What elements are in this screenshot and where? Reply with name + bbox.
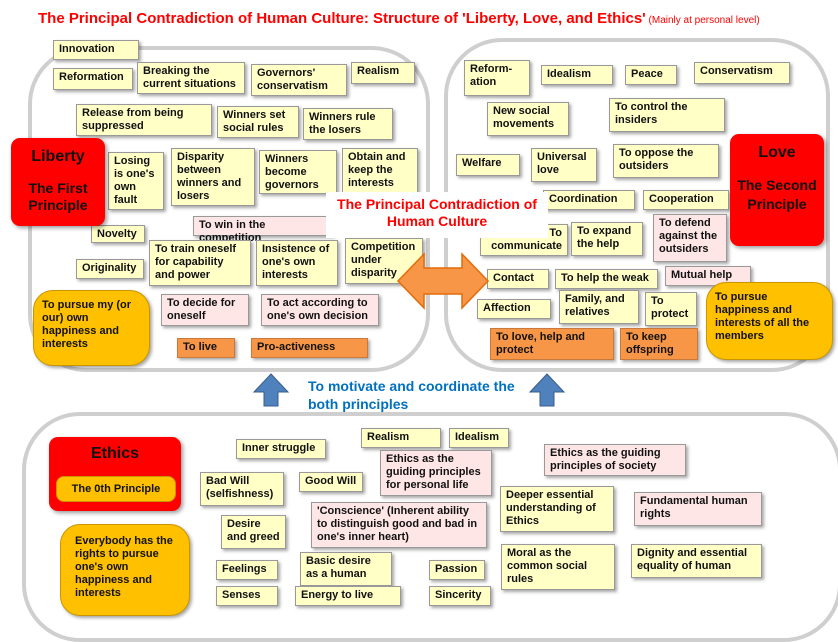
love-principle: The Second Principle	[737, 177, 817, 212]
note-sincerity: Sincerity	[429, 586, 491, 606]
up-arrow-right-icon	[528, 373, 566, 407]
note-idealism-ethics: Idealism	[449, 428, 509, 448]
note-welfare: Welfare	[456, 154, 520, 176]
motivate-label: To motivate and coordinate the both prin…	[308, 378, 515, 412]
note-governors-conservatism: Governors' conservatism	[251, 64, 347, 96]
love-name: Love	[758, 144, 796, 161]
note-bad-will: Bad Will (selfishness)	[200, 472, 284, 506]
ethics-principle: The 0th Principle	[56, 476, 176, 502]
ethics-bubble: Everybody has the rights to pursue one's…	[60, 524, 190, 616]
note-fundamental-rights: Fundamental human rights	[634, 492, 762, 526]
note-reform-ation: Reform-ation	[464, 60, 530, 96]
note-competition-disparity: Competition under disparity	[345, 238, 423, 284]
ethics-name: Ethics	[90, 445, 139, 462]
note-act-own-decision: To act according to one's own decision	[261, 294, 379, 326]
note-disparity: Disparity between winners and losers	[171, 148, 255, 206]
note-love-help-protect: To love, help and protect	[490, 328, 614, 360]
note-losing-own-fault: Losing is one's own fault	[108, 152, 164, 210]
note-reformation: Reformation	[53, 68, 133, 90]
note-train-oneself: To train oneself for capability and powe…	[149, 240, 251, 286]
note-obtain-keep-interests: Obtain and keep the interests	[342, 148, 418, 194]
center-label: The Principal Contradiction of Human Cul…	[326, 192, 548, 238]
note-conservatism: Conservatism	[694, 62, 790, 84]
note-ethics-society: Ethics as the guiding principles of soci…	[544, 444, 686, 476]
note-expand-help: To expand the help	[571, 222, 643, 256]
liberty-name: Liberty	[31, 148, 85, 165]
note-energy-live: Energy to live	[295, 586, 401, 606]
page-title: The Principal Contradiction of Human Cul…	[38, 10, 760, 27]
note-winners-become-governors: Winners become governors	[259, 150, 337, 194]
note-deeper-understanding: Deeper essential understanding of Ethics	[500, 486, 614, 532]
note-contact: Contact	[487, 269, 549, 289]
note-conscience: 'Conscience' (Inherent ability to distin…	[311, 502, 487, 548]
note-to-win-competition: To win in the competition	[193, 216, 333, 244]
note-idealism-love: Idealism	[541, 65, 613, 85]
note-dignity-equality: Dignity and essential equality of human	[631, 544, 762, 578]
note-pro-activeness: Pro-activeness	[251, 338, 368, 358]
note-moral-rules: Moral as the common social rules	[501, 544, 615, 590]
note-winners-rule-losers: Winners rule the losers	[303, 108, 393, 140]
note-originality: Originality	[76, 259, 144, 279]
love-bubble: To pursue happiness and interests of all…	[706, 282, 833, 360]
note-winners-set-rules: Winners set social rules	[217, 106, 299, 138]
note-release-suppressed: Release from being suppressed	[76, 104, 212, 136]
note-universal-love: Universal love	[531, 148, 597, 182]
note-breaking-current: Breaking the current situations	[137, 62, 245, 94]
note-insistence-interests: Insistence of one's own interests	[256, 240, 338, 286]
note-new-social-movements: New social movements	[487, 102, 569, 136]
note-keep-offspring: To keep offspring	[620, 328, 698, 360]
note-defend-outsiders: To defend against the outsiders	[653, 214, 727, 262]
note-family-relatives: Family, and relatives	[559, 290, 639, 324]
note-good-will: Good Will	[299, 472, 363, 492]
liberty-bubble: To pursue my (or our) own happiness and …	[33, 290, 150, 366]
note-realism-liberty: Realism	[351, 62, 415, 84]
note-desire-greed: Desire and greed	[221, 515, 286, 549]
note-feelings: Feelings	[216, 560, 278, 580]
note-help-weak: To help the weak	[555, 269, 658, 289]
note-passion: Passion	[429, 560, 485, 580]
note-mutual-help: Mutual help	[665, 266, 751, 286]
note-novelty: Novelty	[91, 225, 145, 243]
up-arrow-left-icon	[252, 373, 290, 407]
liberty-principle: The First Principle	[28, 180, 88, 213]
title-sub: (Mainly at personal level)	[645, 15, 760, 26]
title-main: The Principal Contradiction of Human Cul…	[38, 10, 646, 27]
note-coordination: Coordination	[543, 190, 635, 210]
note-senses: Senses	[216, 586, 278, 606]
note-decide-oneself: To decide for oneself	[161, 294, 249, 326]
note-inner-struggle: Inner struggle	[236, 439, 326, 459]
note-control-insiders: To control the insiders	[609, 98, 725, 132]
double-arrow-icon	[396, 252, 490, 310]
love-principle-box: Love The Second Principle	[730, 134, 824, 246]
note-cooperation: Cooperation	[643, 190, 729, 210]
note-to-protect: To protect	[645, 292, 697, 326]
note-affection: Affection	[477, 299, 551, 319]
liberty-principle-box: Liberty The First Principle	[11, 138, 105, 226]
note-to-live: To live	[177, 338, 235, 358]
note-ethics-personal: Ethics as the guiding principles for per…	[380, 450, 492, 496]
note-realism-ethics: Realism	[361, 428, 441, 448]
note-oppose-outsiders: To oppose the outsiders	[613, 144, 719, 178]
note-basic-desire: Basic desire as a human	[300, 552, 392, 586]
note-peace: Peace	[625, 65, 677, 85]
note-innovation: Innovation	[53, 40, 139, 60]
